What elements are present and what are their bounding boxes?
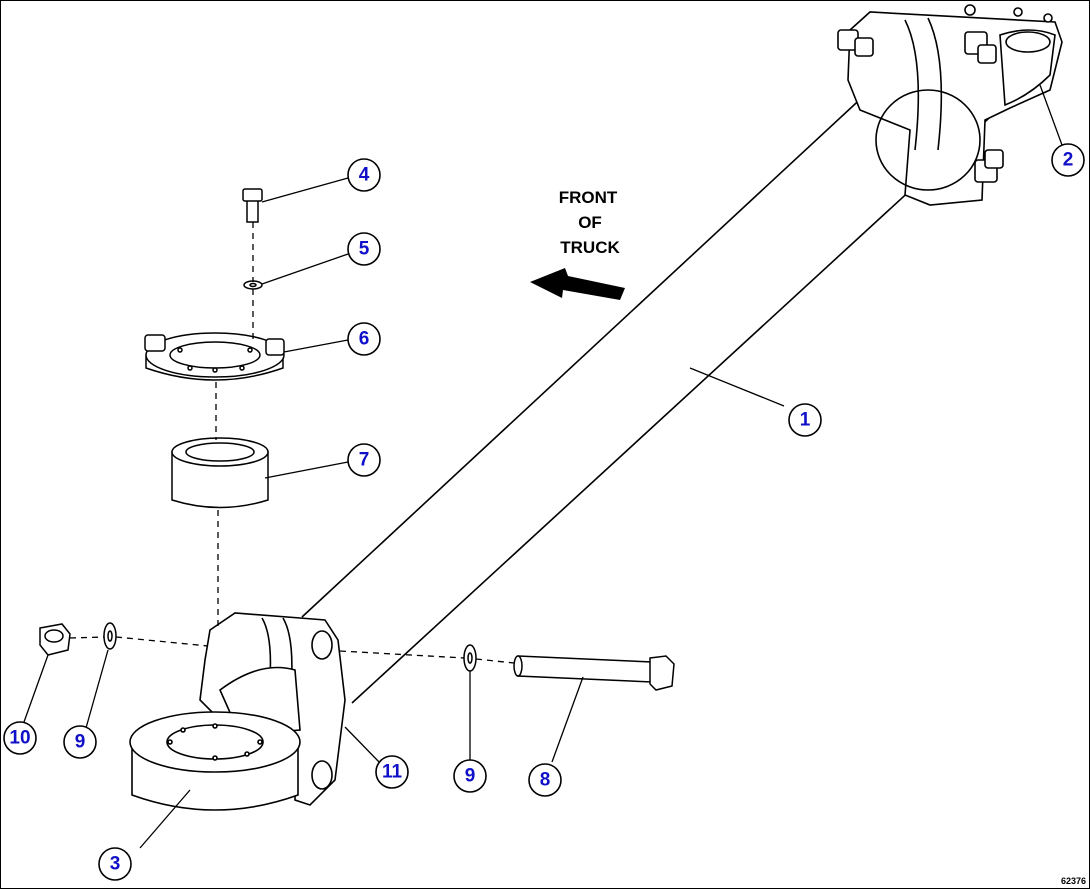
callout-4: 4 [347, 158, 381, 192]
svg-text:3: 3 [110, 854, 121, 875]
direction-label-line2: OF [578, 213, 602, 232]
front-direction-arrow [530, 268, 625, 300]
callout-5: 5 [347, 232, 381, 266]
svg-text:2: 2 [1063, 150, 1074, 171]
washer-right [463, 644, 477, 672]
drawing-id: 62376 [1061, 876, 1086, 886]
washer [243, 280, 263, 290]
callout-9-right: 9 [453, 759, 487, 793]
callout-2: 2 [1051, 143, 1085, 177]
leader-lines [23, 144, 1065, 849]
bolt [242, 188, 263, 223]
svg-text:9: 9 [465, 766, 476, 787]
svg-text:8: 8 [540, 770, 551, 791]
callout-9-left: 9 [63, 725, 97, 759]
nut [39, 623, 71, 656]
rear-end-bracket [837, 4, 1063, 206]
bushing [171, 437, 269, 509]
callout-10: 10 [3, 721, 37, 755]
callout-3: 3 [98, 847, 132, 881]
assembly-lines [69, 222, 515, 664]
callout-1: 1 [788, 403, 822, 437]
bearing-retainer-plate [144, 332, 285, 381]
direction-label-line3: TRUCK [560, 238, 620, 257]
callout-7: 7 [347, 443, 381, 477]
svg-text:11: 11 [382, 762, 403, 783]
axle-tube [301, 91, 1001, 704]
svg-text:7: 7 [359, 450, 370, 471]
svg-text:9: 9 [75, 732, 86, 753]
svg-text:10: 10 [9, 728, 30, 749]
svg-text:1: 1 [800, 410, 811, 431]
steering-ring [129, 711, 301, 811]
svg-text:6: 6 [359, 329, 370, 350]
pivot-bolt [513, 655, 675, 691]
callout-8: 8 [528, 763, 562, 797]
svg-text:5: 5 [359, 239, 370, 260]
callout-6: 6 [347, 322, 381, 356]
washer-left [103, 622, 117, 650]
callout-11: 11 [375, 755, 409, 789]
svg-text:4: 4 [359, 165, 370, 186]
direction-label-line1: FRONT [559, 188, 618, 207]
